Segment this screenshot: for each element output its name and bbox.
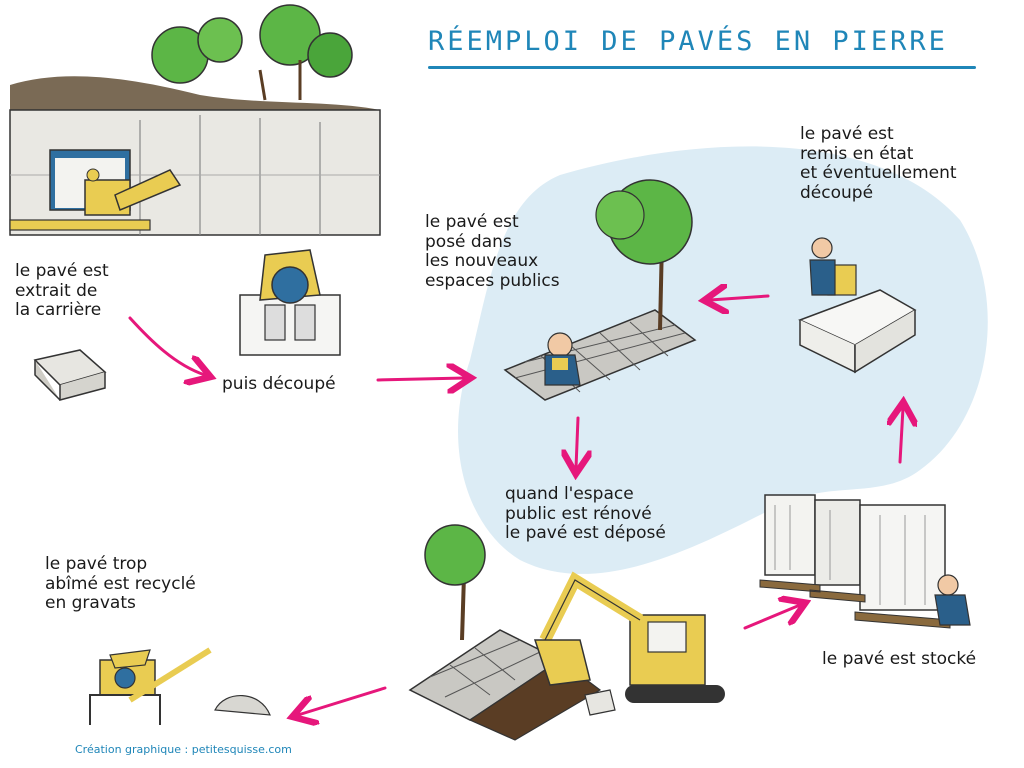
crusher-illustration — [89, 647, 271, 725]
laying-paving-illustration — [503, 179, 697, 401]
saw-cutter-illustration — [239, 249, 341, 356]
arrow-refurbish-to-laying — [710, 296, 770, 300]
storage-pallets-illustration — [759, 494, 971, 629]
arrow-removal-to-storage — [743, 605, 800, 630]
step-cutting-label: puis découpé — [222, 374, 336, 394]
arrow-cutting-to-laying — [376, 378, 465, 380]
arrow-storage-to-refurbish — [900, 408, 903, 464]
flow-arrows — [128, 296, 903, 715]
step-refurbish-label: le pavé est remis en état et éventuellem… — [800, 124, 957, 203]
step-storage-label: le pavé est stocké — [822, 649, 977, 669]
arrow-laying-to-removal — [576, 416, 578, 468]
step-recycle-label: le pavé trop abîmé est recyclé en gravat… — [45, 554, 196, 614]
step-removal-label: quand l'espace public est rénové le pavé… — [505, 484, 666, 544]
refurbish-station-illustration — [798, 237, 917, 374]
step-extraction-label: le pavé est extrait de la carrière — [15, 261, 109, 321]
paving-stone-illustration — [33, 349, 107, 401]
quarry-illustration — [9, 4, 381, 236]
credit-text: Création graphique : petitesquisse.com — [75, 743, 292, 756]
arrow-removal-to-recycle — [298, 686, 387, 715]
step-laying-label: le pavé est posé dans les nouveaux espac… — [425, 212, 560, 291]
arrow-extraction-to-cutting — [128, 316, 205, 375]
page-title: RÉEMPLOI DE PAVÉS EN PIERRE — [428, 26, 948, 57]
title-underline — [428, 66, 976, 69]
excavator-removal-illustration — [408, 524, 725, 741]
